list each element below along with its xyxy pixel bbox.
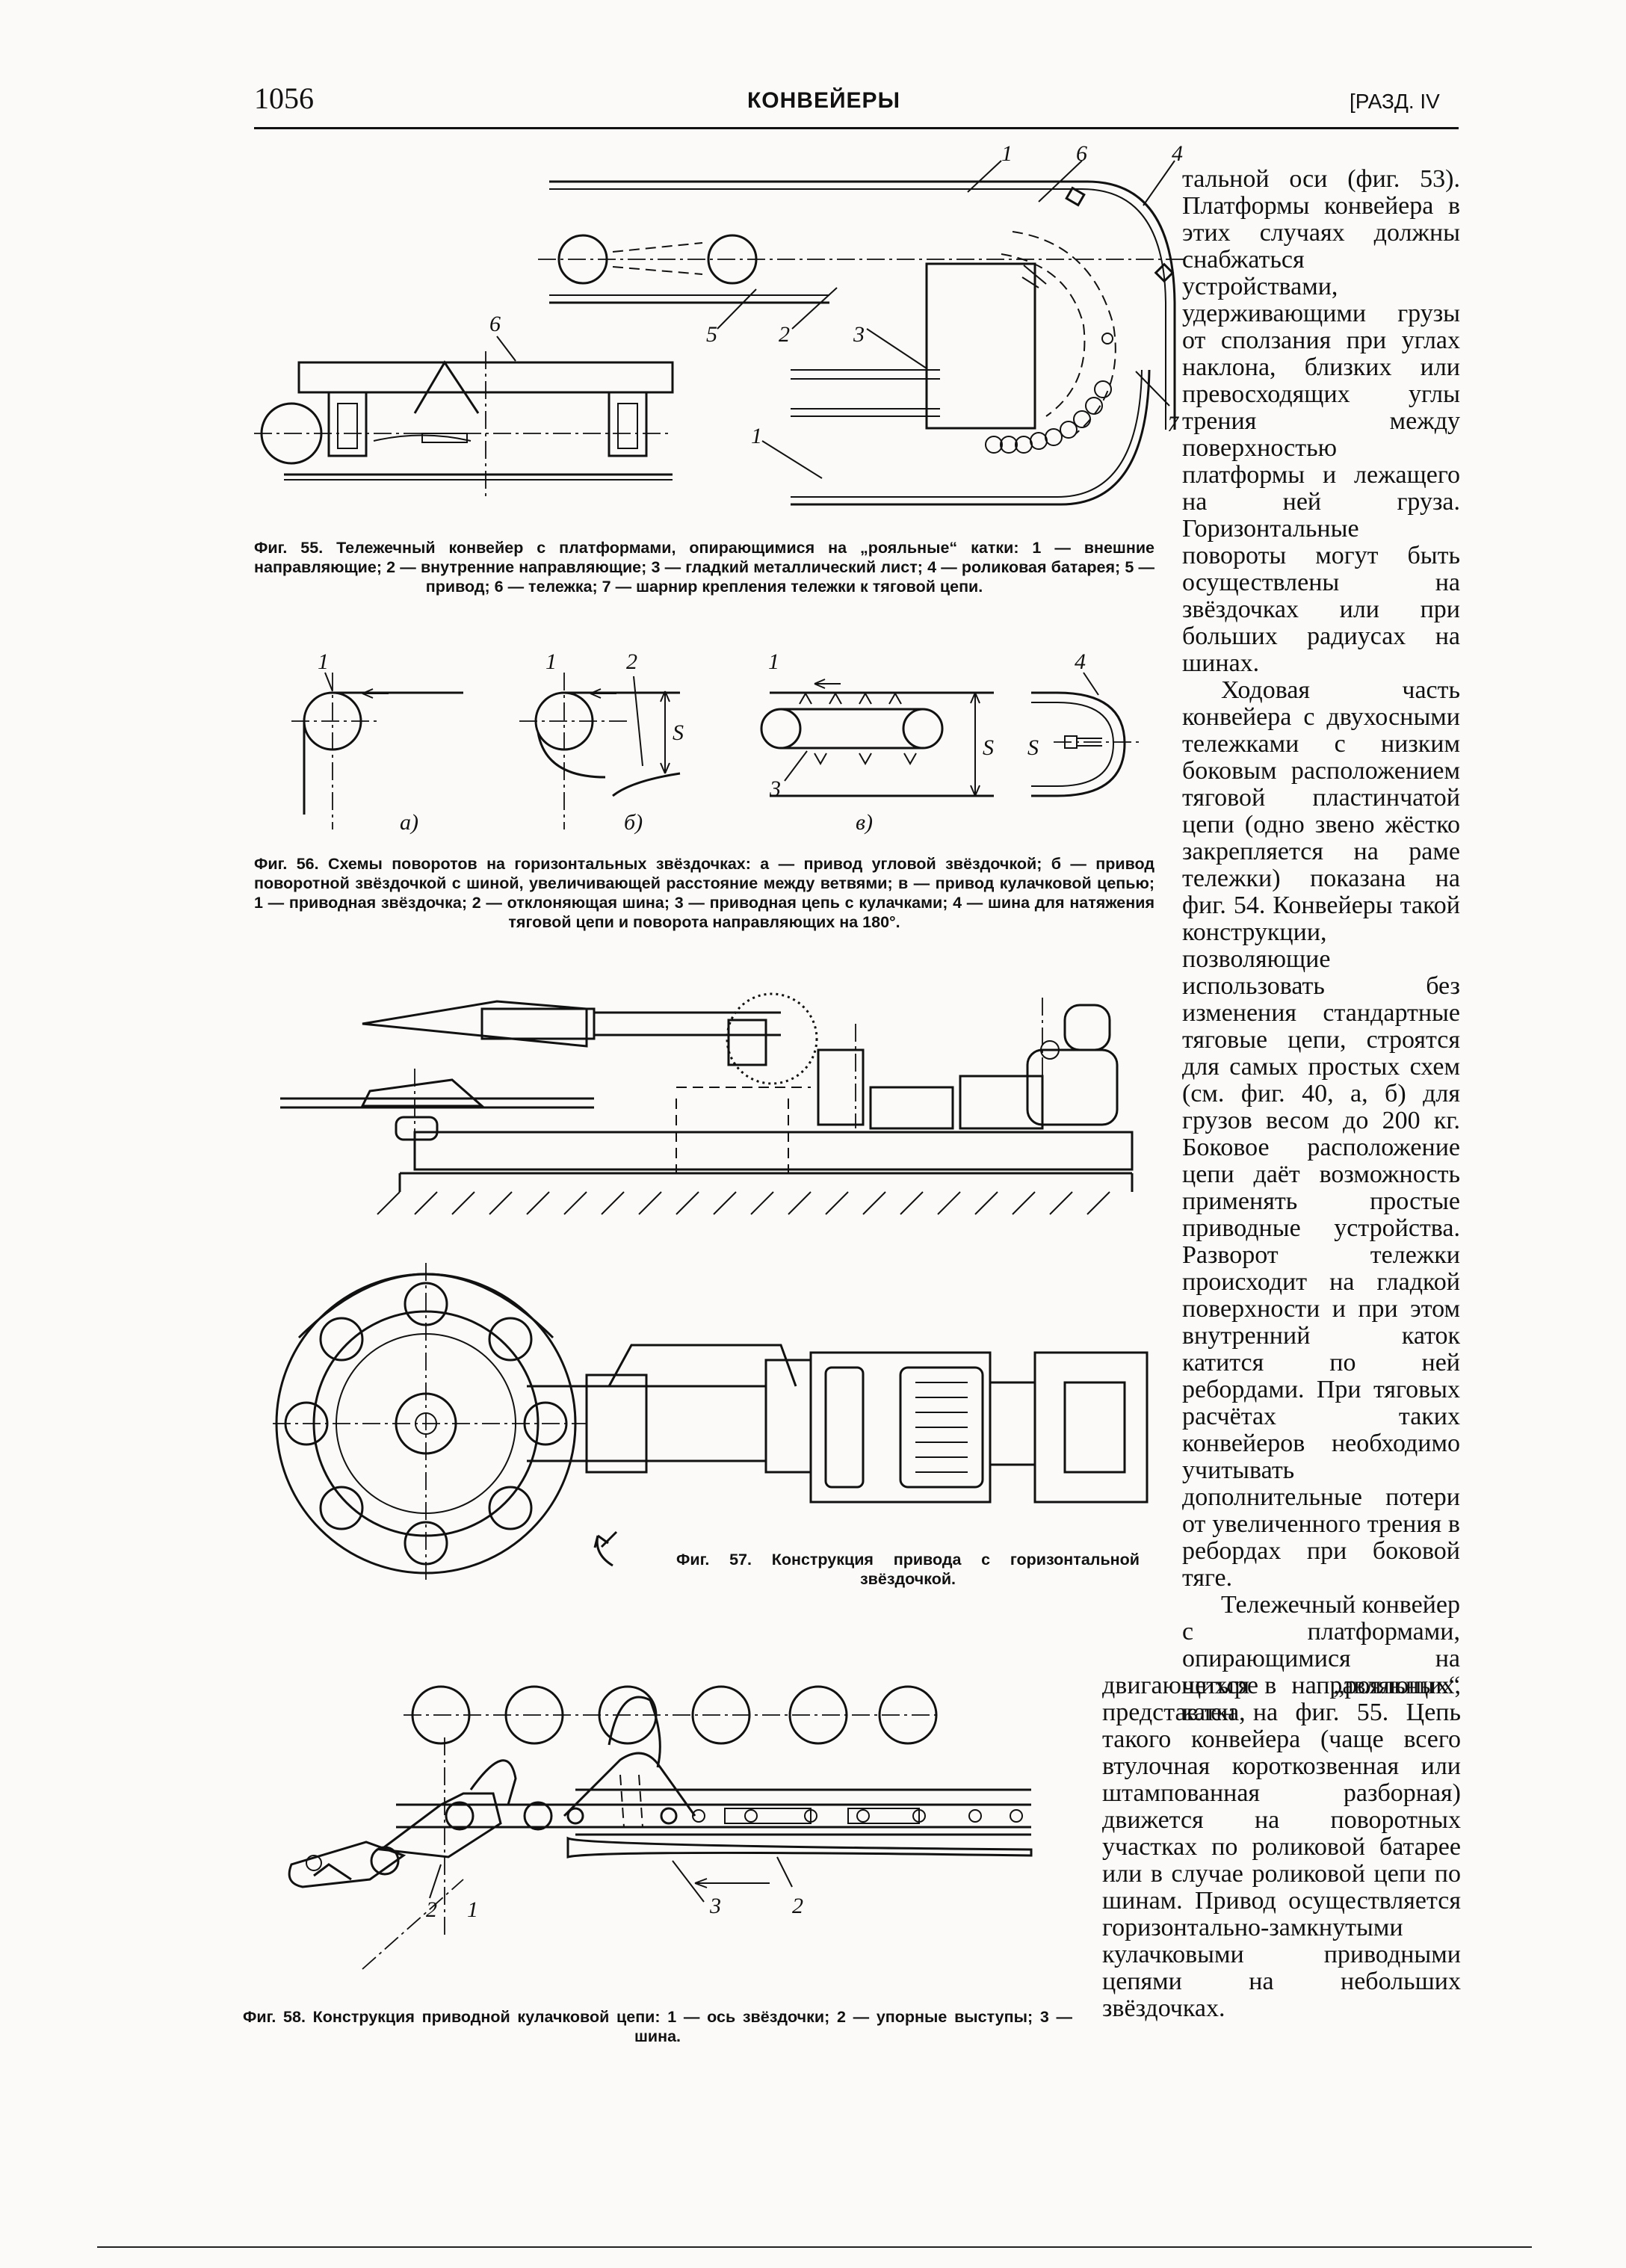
- body-text-wide: двигающихся в направляющих, представлен …: [1102, 1672, 1461, 2022]
- running-head: КОНВЕЙЕРЫ: [747, 88, 900, 113]
- fig55-label-1b: 1: [751, 424, 762, 448]
- fig56-scheme-d: 4 S: [1027, 649, 1143, 797]
- fig56-c-label-1: 1: [768, 649, 779, 674]
- fig56-sub-c: в): [856, 810, 873, 835]
- fig56-d-label-4: 4: [1075, 649, 1086, 674]
- fig55-label-1: 1: [1001, 141, 1013, 166]
- fig55-label-6b: 6: [489, 312, 501, 336]
- fig55-label-5: 5: [706, 322, 717, 347]
- paragraph-chain-guides: двигающихся в направляющих, представлен …: [1102, 1672, 1461, 2022]
- fig55-label-3: 3: [853, 322, 865, 347]
- fig55-plan-view: 1 6 4 5 2 3 7 1: [538, 141, 1188, 506]
- fig58-label-2a: 2: [426, 1897, 437, 1922]
- figure-55-drawing: 1 6 4 5 2 3 7 1 6: [254, 141, 1188, 506]
- fig57-plan: [273, 1263, 1149, 1584]
- header-rule: [254, 127, 1459, 129]
- paragraph-platforms: тальной оси (фиг. 53). Платформы конвейе…: [1182, 165, 1460, 677]
- page-number: 1056: [254, 81, 314, 115]
- fig56-c-label-s: S: [983, 735, 994, 760]
- fig58-label-3: 3: [709, 1894, 721, 1918]
- fig56-scheme-a: 1 а): [291, 649, 463, 835]
- figure-57-drawing: [273, 992, 1149, 1584]
- fig56-b-label-1: 1: [545, 649, 557, 674]
- fig57-elevation: [280, 992, 1134, 1215]
- figure-58-drawing: 2 1 3 2: [288, 1685, 1033, 1970]
- paragraph-running-gear: Ходовая часть конвейера с двухосными тел…: [1182, 676, 1460, 1592]
- fig58-chain: 2 1 3 2: [288, 1685, 1033, 1970]
- fig56-scheme-b: 1 2 S б): [519, 649, 684, 835]
- fig56-sub-b: б): [624, 810, 643, 835]
- fig56-a-label-1: 1: [318, 649, 329, 674]
- fig55-label-2: 2: [779, 322, 790, 347]
- section-label: [РАЗД. IV: [1350, 90, 1440, 113]
- figure-56-caption: Фиг. 56. Схемы поворотов на горизонтальн…: [254, 855, 1154, 931]
- paragraph-trolley-conveyor: Тележечный конвейер с платформами, опира…: [1182, 1591, 1460, 1726]
- fig56-d-label-s: S: [1027, 735, 1039, 760]
- fig55-cross-section: 6: [254, 312, 674, 497]
- fig56-scheme-c: 1 3 S в): [760, 649, 994, 835]
- figure-58-caption: Фиг. 58. Конструкция приводной кулачково…: [243, 2008, 1072, 2045]
- body-text-column: тальной оси (фиг. 53). Платформы конвейе…: [1182, 166, 1460, 1726]
- bottom-rule: [97, 2246, 1532, 2248]
- fig55-label-6: 6: [1076, 141, 1087, 166]
- fig55-label-7: 7: [1167, 412, 1180, 436]
- fig56-b-label-s: S: [673, 720, 684, 745]
- fig58-label-2b: 2: [792, 1894, 803, 1918]
- fig56-sub-a: а): [400, 810, 418, 835]
- figure-57-caption: Фиг. 57. Конструкция привода с горизонта…: [676, 1551, 1140, 1588]
- fig58-label-1: 1: [467, 1897, 478, 1922]
- fig55-label-4: 4: [1172, 141, 1183, 166]
- figure-55-caption: Фиг. 55. Тележечный конвейер с платформа…: [254, 539, 1154, 596]
- fig56-b-label-2: 2: [626, 649, 637, 674]
- fig56-c-label-3: 3: [769, 776, 781, 801]
- figure-56-drawing: 1 а) 1 2 S б) 1 3 S в) 4 S: [291, 649, 1143, 835]
